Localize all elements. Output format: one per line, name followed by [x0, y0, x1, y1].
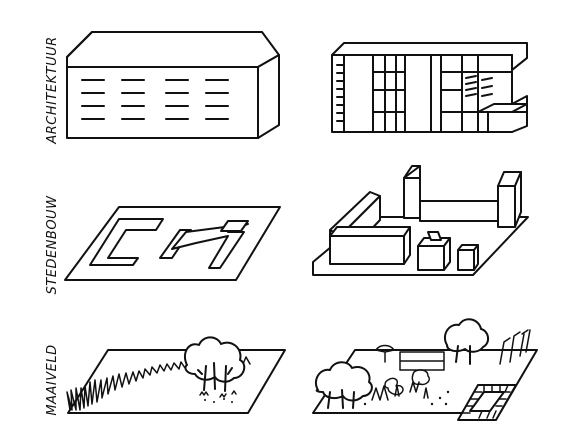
architecture-floor-plan [331, 42, 528, 133]
tree-cluster [183, 336, 246, 403]
facade-windows [81, 79, 229, 120]
urban-site-plan [64, 206, 281, 281]
floor-plan-hatching [336, 64, 493, 122]
ground-level-field [66, 336, 286, 414]
ground-level-garden [312, 318, 538, 421]
architecture-building-elevation [66, 31, 280, 139]
garden-details [363, 329, 531, 406]
garden-trees [314, 318, 489, 409]
urban-blocks-3d [312, 165, 529, 276]
garden-paving-square [457, 384, 517, 421]
